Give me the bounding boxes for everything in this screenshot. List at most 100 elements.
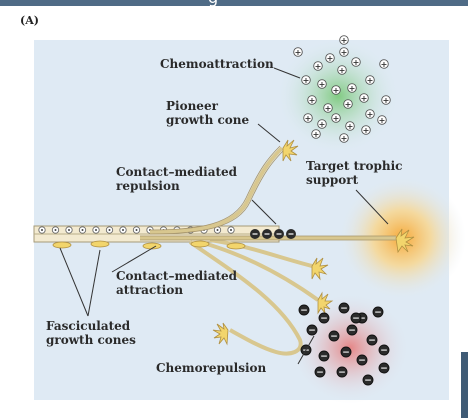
fascicle-marker-dot <box>122 229 124 231</box>
negative-marker: − <box>318 350 330 362</box>
positive-marker: + <box>365 109 375 119</box>
positive-marker: + <box>351 57 361 67</box>
positive-marker: + <box>331 85 341 95</box>
positive-marker: + <box>359 93 369 103</box>
svg-text:+: + <box>305 114 312 123</box>
chemoattractant-molecules: +++++++++++++++++++++++++++ <box>293 35 391 143</box>
chemorepellent-molecules: −−−−−−−−−−−−−−−−−−− <box>298 302 390 386</box>
svg-text:+: + <box>361 94 368 103</box>
svg-text:+: + <box>341 134 348 143</box>
fasciculated-cone-1 <box>52 241 72 249</box>
svg-text:+: + <box>381 60 388 69</box>
svg-text:+: + <box>349 84 356 93</box>
axon-branch-1 <box>209 238 313 268</box>
fascicle-marker-dot <box>95 229 97 231</box>
fascicle-marker-dot <box>81 229 84 231</box>
svg-text:−: − <box>364 376 372 386</box>
negative-marker: − <box>306 324 318 336</box>
svg-text:+: + <box>353 58 360 67</box>
fascicle-marker-dot <box>108 229 111 231</box>
negative-marker: − <box>372 306 384 318</box>
svg-text:+: + <box>341 36 348 45</box>
positive-marker: + <box>303 113 313 123</box>
chemorepulsion-label: Chemorepulsion <box>156 361 267 375</box>
svg-text:−: − <box>348 326 356 336</box>
target-trophic-label-line1: Target trophic <box>306 159 402 173</box>
pioneer-label-line2: growth cone <box>166 113 250 127</box>
svg-text:−: − <box>320 314 328 324</box>
positive-marker: + <box>379 59 389 69</box>
fasciculated-cone-4 <box>190 240 210 248</box>
contact-attraction-label-line1: Contact–mediated <box>116 269 238 283</box>
fasciculated-cone-2 <box>90 240 110 248</box>
svg-text:−: − <box>358 314 366 324</box>
chemorepelled-growth-cone <box>212 322 229 346</box>
svg-text:+: + <box>315 62 322 71</box>
negative-marker: − <box>378 362 390 374</box>
svg-text:+: + <box>379 116 386 125</box>
positive-marker: + <box>339 133 349 143</box>
fascicle-marker-dot <box>135 229 138 231</box>
positive-marker: + <box>325 53 335 63</box>
svg-text:+: + <box>333 114 340 123</box>
svg-text:−: − <box>358 356 366 366</box>
svg-text:+: + <box>325 104 332 113</box>
svg-text:−: − <box>300 306 308 316</box>
positive-marker: + <box>343 99 353 109</box>
positive-marker: + <box>323 103 333 113</box>
svg-text:+: + <box>319 120 326 129</box>
positive-marker: + <box>293 47 303 57</box>
positive-marker: + <box>377 115 387 125</box>
svg-text:+: + <box>339 66 346 75</box>
positive-marker: + <box>345 121 355 131</box>
header-bar <box>0 0 468 6</box>
svg-text:−: − <box>368 336 376 346</box>
fascicle-marker-dot <box>68 229 70 231</box>
side-tab <box>461 352 468 418</box>
negative-marker: − <box>356 354 368 366</box>
negative-marker: − <box>366 334 378 346</box>
svg-text:+: + <box>367 76 374 85</box>
svg-text:+: + <box>367 110 374 119</box>
svg-text:+: + <box>309 96 316 105</box>
positive-marker: + <box>339 35 349 45</box>
axon-branch-3 <box>188 240 303 356</box>
positive-marker: + <box>347 83 357 93</box>
target-growth-cone <box>395 228 415 254</box>
branch-growth-cone-1 <box>311 257 329 281</box>
negative-marker: − <box>336 366 348 378</box>
target-trophic-label-line2: support <box>306 173 359 187</box>
svg-text:−: − <box>320 352 328 362</box>
positive-marker: + <box>381 95 391 105</box>
svg-text:+: + <box>327 54 334 63</box>
svg-text:−: − <box>342 348 350 358</box>
negative-marker: − <box>318 312 330 324</box>
svg-text:−: − <box>380 364 388 374</box>
negative-marker: − <box>362 374 374 386</box>
positive-marker: + <box>311 129 321 139</box>
svg-text:−: − <box>380 346 388 356</box>
negative-marker: − <box>378 344 390 356</box>
contact-repulsion-label-line1: Contact–mediated <box>116 165 238 179</box>
fasciculated-cone-5 <box>226 242 246 250</box>
negative-marker: − <box>298 304 310 316</box>
svg-text:−: − <box>316 368 324 378</box>
svg-text:+: + <box>383 96 390 105</box>
growth-cones <box>52 139 415 346</box>
svg-text:+: + <box>347 122 354 131</box>
negative-marker: − <box>350 312 362 324</box>
fasciculated-cone-3 <box>142 242 162 250</box>
svg-text:+: + <box>341 48 348 57</box>
negative-marker: − <box>328 330 340 342</box>
branch-growth-cone-2 <box>317 291 334 315</box>
positive-marker: + <box>339 47 349 57</box>
svg-text:+: + <box>295 48 302 57</box>
negative-marker: − <box>338 302 350 314</box>
positive-marker: + <box>317 79 327 89</box>
fascicle-marker-dot <box>41 229 43 231</box>
pioneer-label-line1: Pioneer <box>166 99 219 113</box>
contact-attraction-label-line2: attraction <box>116 283 183 297</box>
fasciculated-label-line1: Fasciculated <box>46 319 131 333</box>
svg-text:+: + <box>303 76 310 85</box>
